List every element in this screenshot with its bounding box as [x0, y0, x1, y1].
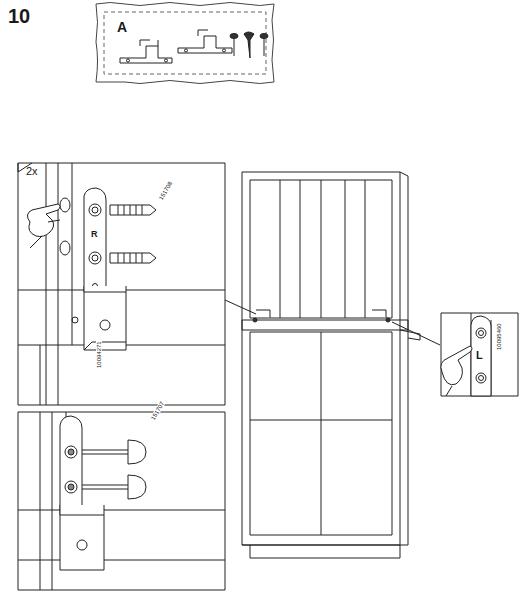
leader-line: [392, 322, 440, 345]
part-letter: A: [117, 20, 127, 34]
part-label: 151708: [158, 181, 173, 201]
part-label: R: [91, 230, 98, 239]
step-number: 10: [8, 6, 30, 26]
detail-inset: [18, 412, 225, 590]
part-label: 10094271: [96, 341, 102, 368]
part-label: 2x: [26, 166, 38, 177]
parts-bag: [96, 3, 274, 84]
part-label: 10095460: [496, 323, 502, 350]
detail-inset: [441, 313, 518, 396]
leader-line: [225, 300, 256, 314]
detail-inset: [18, 163, 225, 405]
part-label: L: [476, 350, 483, 361]
part-label: 151707: [150, 401, 165, 421]
cabinet: [242, 172, 420, 558]
